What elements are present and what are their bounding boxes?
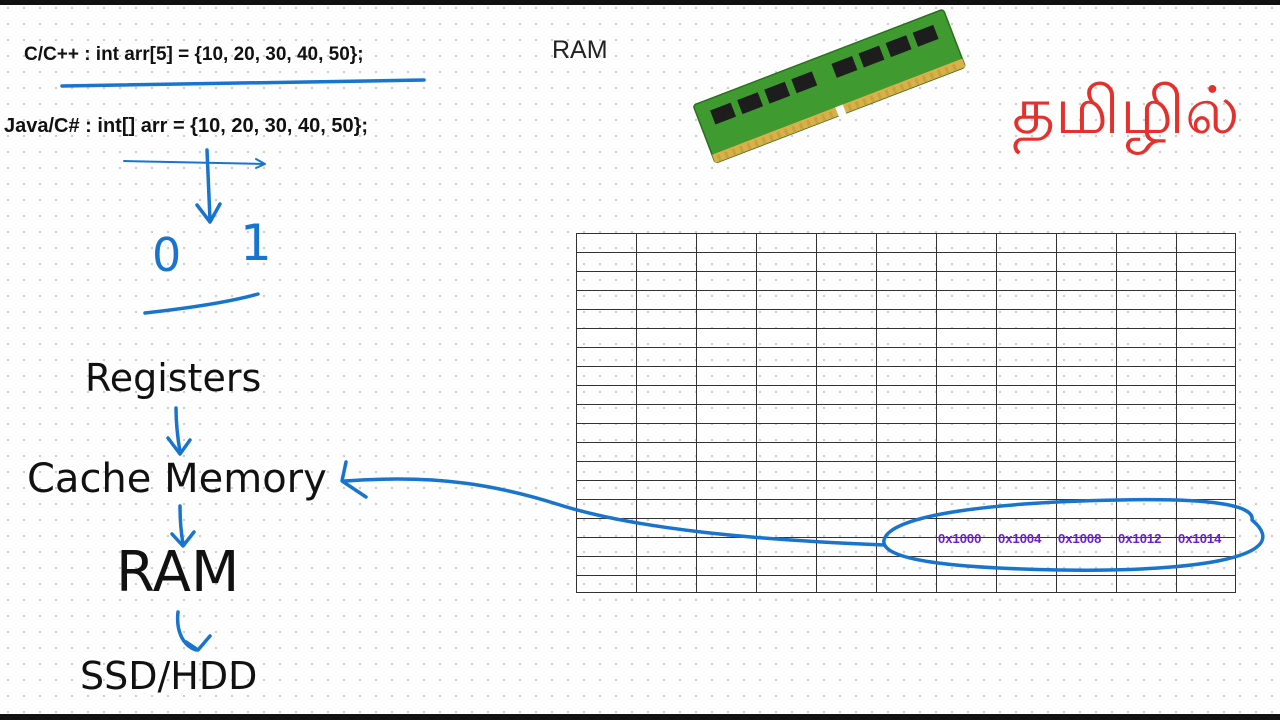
hierarchy-ram: RAM <box>116 540 240 605</box>
down-arrow-shaft <box>205 148 212 222</box>
address-cell-3: 0x1012 <box>1118 531 1162 546</box>
c-array-declaration: C/C++ : int arr[5] = {10, 20, 30, 40, 50… <box>24 44 364 65</box>
hierarchy-cache-memory: Cache Memory <box>27 456 327 502</box>
java-array-declaration: Java/C# : int[] arr = {10, 20, 30, 40, 5… <box>4 115 369 137</box>
bottom-border <box>0 714 1280 720</box>
address-oval <box>882 497 1265 572</box>
arrow-registers-to-cache <box>174 406 182 454</box>
tamil-title: தமிழில் <box>1012 72 1240 149</box>
arrow-head-3 <box>184 634 212 652</box>
arrow-head-1 <box>166 436 192 456</box>
top-border <box>0 0 1280 5</box>
right-arrow-line <box>123 160 265 165</box>
down-arrow-head <box>195 202 222 224</box>
memory-grid <box>576 233 1236 593</box>
ram-label: RAM <box>552 36 608 64</box>
hierarchy-ssd-hdd: SSD/HDD <box>80 654 258 698</box>
right-arrow-head <box>255 158 266 169</box>
arrow-to-cache-head <box>340 460 368 499</box>
c-line-underline <box>60 78 426 88</box>
arrow-head-2 <box>170 530 196 548</box>
handwritten-zero: 0 <box>152 228 182 282</box>
hierarchy-registers: Registers <box>85 356 262 400</box>
handwritten-one: 1 <box>240 214 272 272</box>
address-cell-1: 0x1004 <box>998 531 1042 546</box>
digits-underline <box>143 292 260 315</box>
ram-stick-image <box>693 9 966 164</box>
address-cell-0: 0x1000 <box>938 531 982 546</box>
address-cell-2: 0x1008 <box>1058 531 1102 546</box>
arrow-cache-to-ram <box>178 504 185 546</box>
arrow-to-cache <box>343 477 886 547</box>
address-cell-4: 0x1014 <box>1178 531 1222 546</box>
